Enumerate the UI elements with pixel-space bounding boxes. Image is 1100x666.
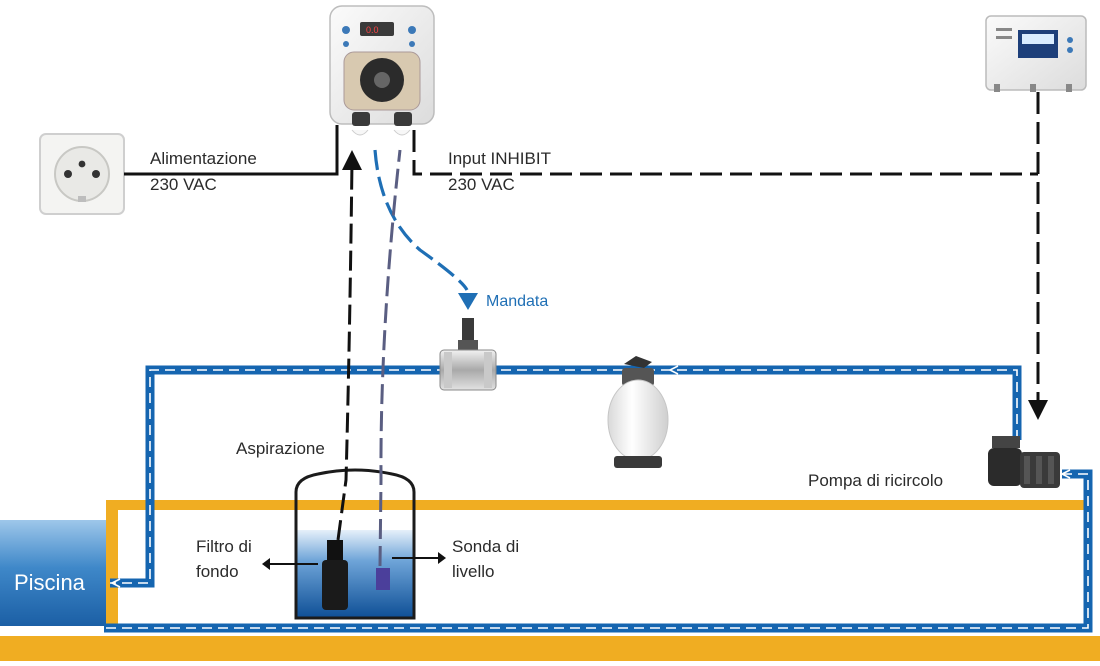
recirc-pump-label: Pompa di ricircolo xyxy=(808,471,943,490)
delivery-line xyxy=(373,149,478,310)
peristaltic-dosing-pump: 0.0 xyxy=(329,5,435,136)
level-probe xyxy=(376,568,390,590)
wall-socket xyxy=(39,133,125,215)
controller-panel xyxy=(985,15,1087,92)
suction-label: Aspirazione xyxy=(236,439,325,458)
pool: Piscina xyxy=(0,520,106,626)
injection-fitting xyxy=(439,318,497,391)
delivery-label: Mandata xyxy=(486,293,548,310)
inhibit-label-1: Input INHIBIT xyxy=(448,149,551,168)
level-probe-label-2: livello xyxy=(452,562,495,581)
suction-line xyxy=(336,150,362,541)
level-probe-cable xyxy=(378,149,402,567)
chemical-tank xyxy=(294,468,416,620)
inhibit-label-2: 230 VAC xyxy=(448,175,515,194)
power-label-1: Alimentazione xyxy=(150,149,257,168)
sand-filter xyxy=(607,356,669,468)
svg-text:0.0: 0.0 xyxy=(366,25,379,35)
flow-arrow-icon xyxy=(668,365,679,375)
foot-filter xyxy=(322,540,348,610)
foot-filter-label-2: fondo xyxy=(196,562,239,581)
inhibit-signal-line xyxy=(412,92,1048,420)
pool-label: Piscina xyxy=(14,570,86,595)
power-label-2: 230 VAC xyxy=(150,175,217,194)
flow-arrow-icon xyxy=(1060,469,1071,479)
arrow-down-icon xyxy=(458,293,478,310)
flow-arrow-icon xyxy=(110,578,121,588)
arrow-up-icon xyxy=(342,150,362,170)
pool-frame xyxy=(0,500,1100,661)
power-cable xyxy=(124,125,339,176)
foot-filter-label-1: Filtro di xyxy=(196,537,252,556)
recirculation-pump xyxy=(988,436,1060,488)
recirculation-loop xyxy=(104,365,1093,633)
level-probe-label-1: Sonda di xyxy=(452,537,519,556)
arrow-down-icon xyxy=(1028,400,1048,420)
